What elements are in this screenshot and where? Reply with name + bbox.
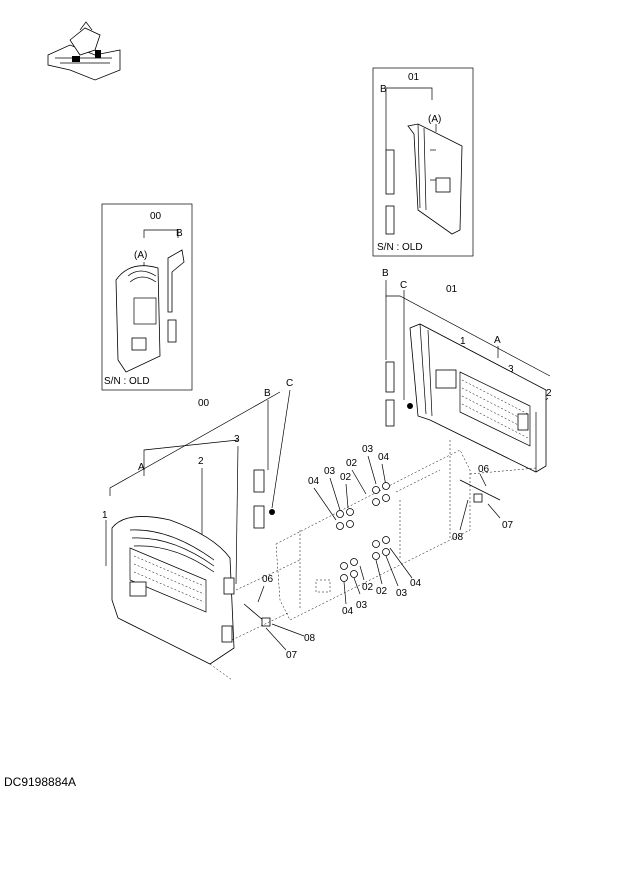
f04-label-d: 04 — [342, 606, 354, 617]
document-code: DC9198884A — [4, 775, 77, 789]
inset-left-assembly-label: 00 — [150, 211, 162, 222]
right-latch: 06 07 08 — [452, 464, 537, 543]
inset-right-assembly-label: 01 — [408, 72, 420, 83]
f03-label-c: 03 — [396, 588, 408, 599]
f02-label-a: 02 — [346, 458, 358, 469]
main-left-c-label: C — [286, 378, 293, 389]
main-right-b-label: B — [382, 268, 389, 279]
f07-label-left: 07 — [286, 650, 298, 661]
f03-label-d: 03 — [356, 600, 368, 611]
inset-left-a-label: (A) — [134, 250, 147, 261]
machine-locator-icon — [47, 21, 121, 81]
fasteners-lower: 02 03 04 04 03 02 — [340, 536, 422, 617]
fasteners-upper: 03 02 04 03 02 04 — [308, 444, 390, 530]
left-latch: 06 08 07 — [243, 574, 316, 661]
main-left-a-label: A — [138, 462, 145, 473]
f06-label-right: 06 — [478, 464, 490, 475]
inset-right-b-label: B — [380, 84, 387, 95]
main-left-1-label: 1 — [102, 510, 108, 521]
f03-label-b: 03 — [324, 466, 336, 477]
inset-old-right: 01 B (A) S/N : OLD — [372, 67, 474, 257]
main-right-1-label: 1 — [460, 336, 466, 347]
main-right-c-label: C — [400, 280, 407, 291]
inset-old-left: 00 B (A) S/N : OLD — [101, 203, 193, 391]
f02-label-b: 02 — [340, 472, 352, 483]
main-left-b-label: B — [264, 388, 271, 399]
f07-label-right: 07 — [502, 520, 514, 531]
inset-left-note: S/N : OLD — [104, 376, 150, 387]
main-right-assembly: 01 B C A 1 3 2 — [382, 268, 552, 473]
main-left-3-label: 3 — [234, 434, 240, 445]
main-right-assembly-label: 01 — [446, 284, 458, 295]
inset-right-note: S/N : OLD — [377, 242, 423, 253]
main-left-assembly-label: 00 — [198, 398, 210, 409]
main-left-assembly: 00 B C A 3 2 1 — [102, 378, 293, 681]
center-frame — [275, 440, 471, 621]
f02-label-d: 02 — [362, 582, 374, 593]
inset-right-a-label: (A) — [428, 114, 441, 125]
f08-label-right: 08 — [452, 532, 464, 543]
inset-left-b-label: B — [176, 228, 183, 239]
f03-label-a: 03 — [362, 444, 374, 455]
f08-label-left: 08 — [304, 633, 316, 644]
f04-label-b: 04 — [308, 476, 320, 487]
f02-label-c: 02 — [376, 586, 388, 597]
main-left-2-label: 2 — [198, 456, 204, 467]
f04-label-a: 04 — [378, 452, 390, 463]
main-right-2-label: 2 — [546, 388, 552, 399]
f06-label-left: 06 — [262, 574, 274, 585]
main-right-3-label: 3 — [508, 364, 514, 375]
f04-label-c: 04 — [410, 578, 422, 589]
main-right-a-label: A — [494, 335, 501, 346]
assembly-guides — [231, 469, 441, 641]
